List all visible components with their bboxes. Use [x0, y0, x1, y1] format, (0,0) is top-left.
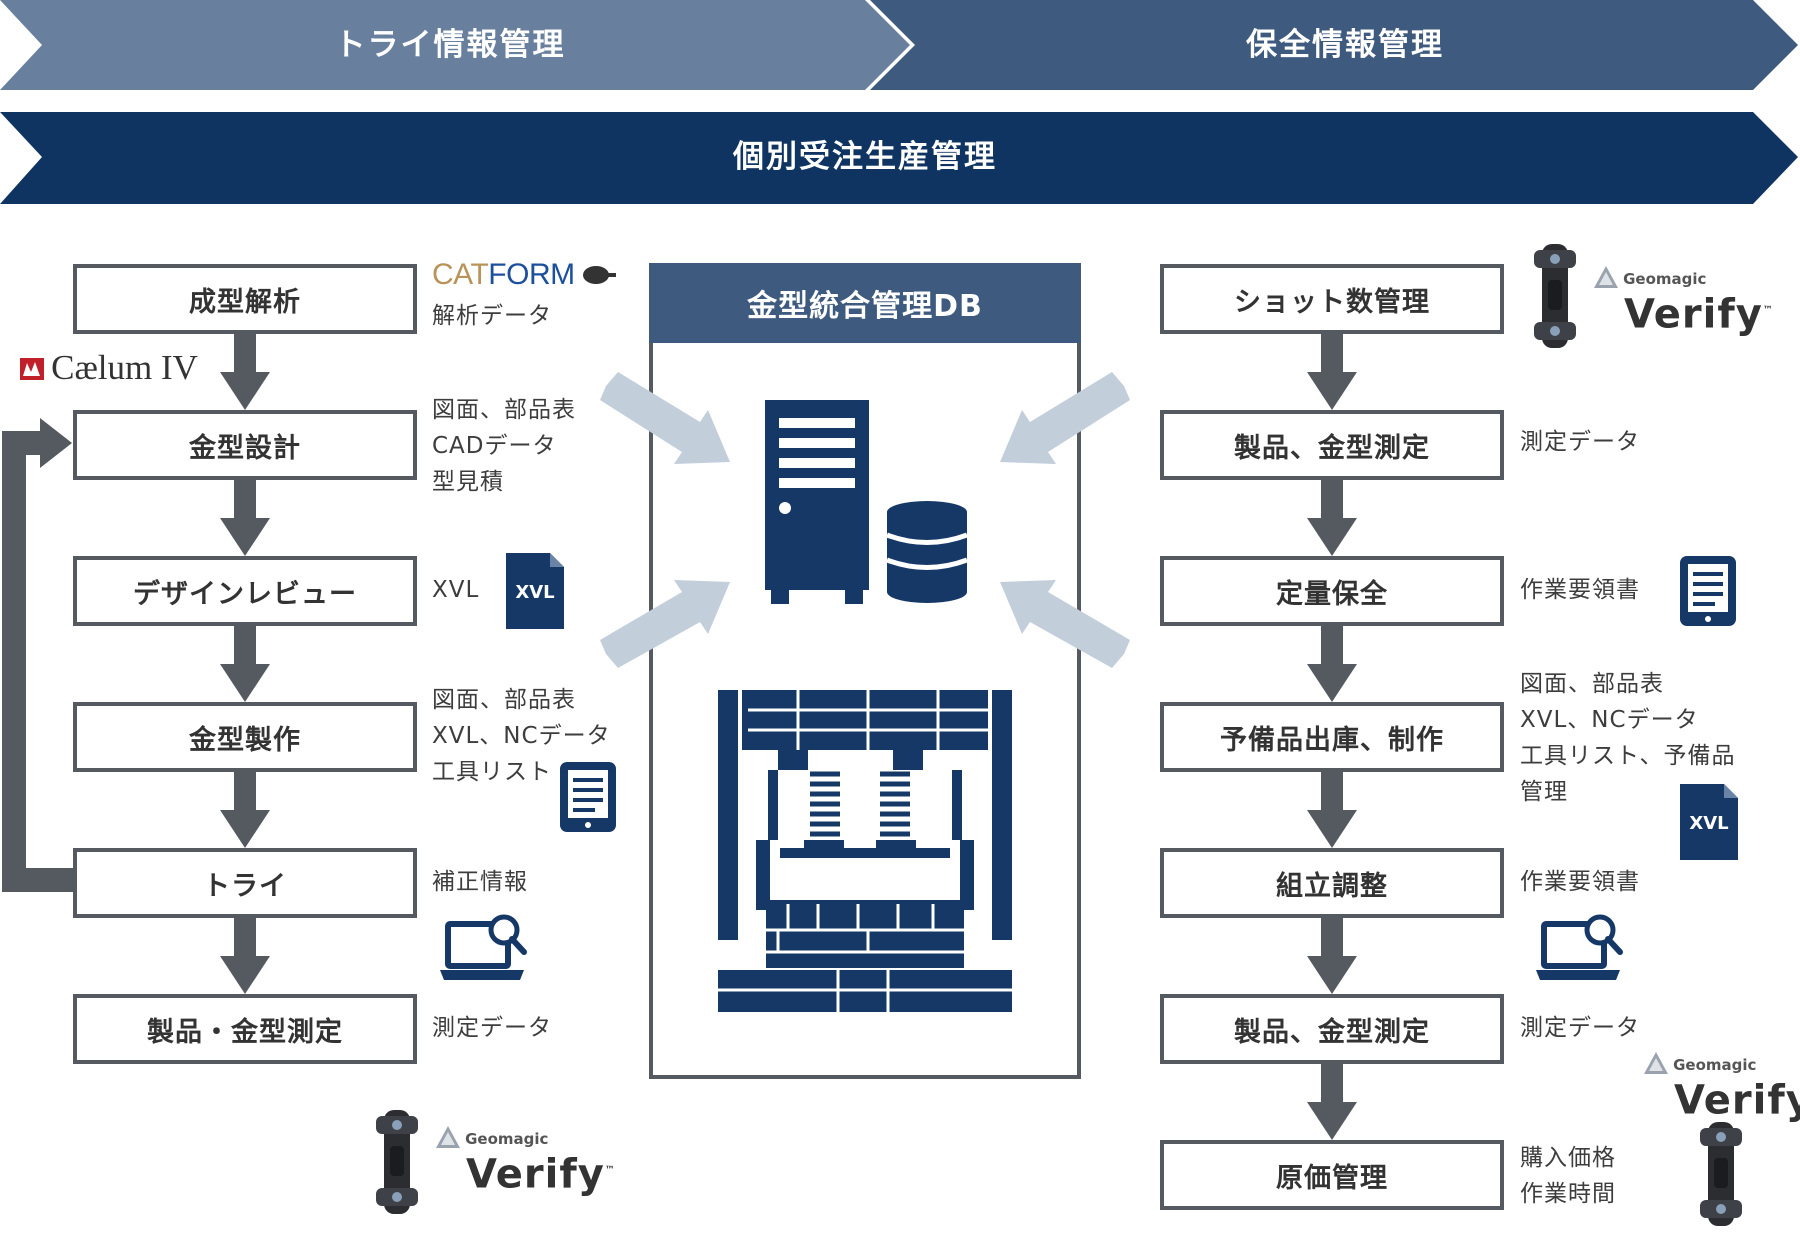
label-measurement-data: 測定データ: [432, 1015, 552, 1041]
tablet-document-icon-right: [1680, 556, 1736, 626]
banner-production: [0, 112, 1798, 204]
label-measurement-data-1: 測定データ: [1520, 429, 1640, 455]
geomagic-logo-mark-icon: [436, 1126, 460, 1148]
step-product-mold-measurement-1: 製品、金型測定: [1160, 410, 1504, 480]
banner-production-label: 個別受注生産管理: [733, 139, 997, 175]
label-spare-xvl-nc: XVL、NCデータ: [1520, 707, 1699, 733]
xvl-file-icon: XVL: [506, 553, 564, 629]
handheld-scanner-icon-right: [1700, 1122, 1742, 1226]
label-design-estimate: 型見積: [432, 469, 504, 495]
label-make-drawing: 図面、部品表: [432, 687, 576, 713]
label-design-cad: CADデータ: [432, 433, 557, 459]
label-design-drawing: 図面、部品表: [432, 397, 576, 423]
header-banners: [0, 0, 1798, 204]
caelum-logo: Cælum IV: [20, 348, 198, 388]
label-work-time: 作業時間: [1520, 1181, 1616, 1207]
geomagic-logo-mark-icon: [1594, 266, 1618, 288]
step-trial: トライ: [73, 848, 417, 918]
handheld-scanner-icon-top: [1534, 244, 1576, 348]
step-assembly-adjustment: 組立調整: [1160, 848, 1504, 918]
geomagic-verify-logo-bottom: Geomagic Verify™: [436, 1126, 616, 1197]
geomagic-verify-logo-right: Geomagic Verify™: [1644, 1052, 1800, 1123]
handheld-scanner-icon: [376, 1110, 418, 1214]
step-quantitative-maintenance: 定量保全: [1160, 556, 1504, 626]
xvl-file-icon-right: XVL: [1680, 784, 1738, 860]
label-spare-drawing: 図面、部品表: [1520, 671, 1664, 697]
label-review-xvl: XVL: [432, 577, 480, 603]
database-server-icon: [765, 400, 968, 604]
laptop-search-icon: [440, 914, 527, 980]
db-inflow-arrows: [600, 372, 1130, 668]
label-spare-management: 管理: [1520, 779, 1568, 805]
catform-logo-form: FORM: [488, 258, 575, 291]
laptop-search-icon-right: [1536, 914, 1623, 980]
banner-maintenance-label: 保全情報管理: [1246, 27, 1444, 63]
caelum-logo-mark-icon: [20, 358, 44, 380]
db-title: 金型統合管理DB: [649, 263, 1081, 343]
step-spare-parts: 予備品出庫、制作: [1160, 702, 1504, 772]
label-measurement-data-2: 測定データ: [1520, 1015, 1640, 1041]
step-mold-design: 金型設計: [73, 410, 417, 480]
banner-trial-label: トライ情報管理: [334, 27, 566, 63]
step-design-review: デザインレビュー: [73, 556, 417, 626]
catform-logo-cat: CAT: [432, 258, 489, 291]
label-make-tools: 工具リスト: [432, 759, 552, 785]
svg-text:XVL: XVL: [515, 582, 554, 603]
step-product-mold-measurement-2: 製品、金型測定: [1160, 994, 1504, 1064]
geomagic-verify-logo-top: Geomagic Verify™: [1594, 266, 1774, 337]
label-purchase-price: 購入価格: [1520, 1145, 1616, 1171]
step-mold-manufacturing: 金型製作: [73, 702, 417, 772]
geomagic-logo-mark-icon: [1644, 1052, 1668, 1074]
step-shot-count-management: ショット数管理: [1160, 264, 1504, 334]
press-machine-icon: [718, 690, 1012, 1012]
svg-text:XVL: XVL: [1689, 813, 1728, 834]
step-product-mold-measurement: 製品・金型測定: [73, 994, 417, 1064]
catform-badge-icon: [583, 266, 617, 284]
right-flow-arrows: [1307, 333, 1357, 1140]
left-flow-arrows: [2, 333, 270, 994]
catform-logo: CATFORM: [432, 258, 617, 292]
step-molding-analysis: 成型解析: [73, 264, 417, 334]
step-cost-management: 原価管理: [1160, 1140, 1504, 1210]
label-work-procedure-2: 作業要領書: [1520, 869, 1640, 895]
tablet-document-icon: [560, 762, 616, 832]
label-analysis-data: 解析データ: [432, 303, 552, 329]
label-make-xvl-nc: XVL、NCデータ: [432, 723, 611, 749]
label-work-procedure-1: 作業要領書: [1520, 577, 1640, 603]
banner-maintenance: [870, 0, 1798, 90]
banner-trial: [0, 0, 910, 90]
label-spare-tools: 工具リスト、予備品: [1520, 743, 1736, 769]
label-trial-correction: 補正情報: [432, 869, 528, 895]
